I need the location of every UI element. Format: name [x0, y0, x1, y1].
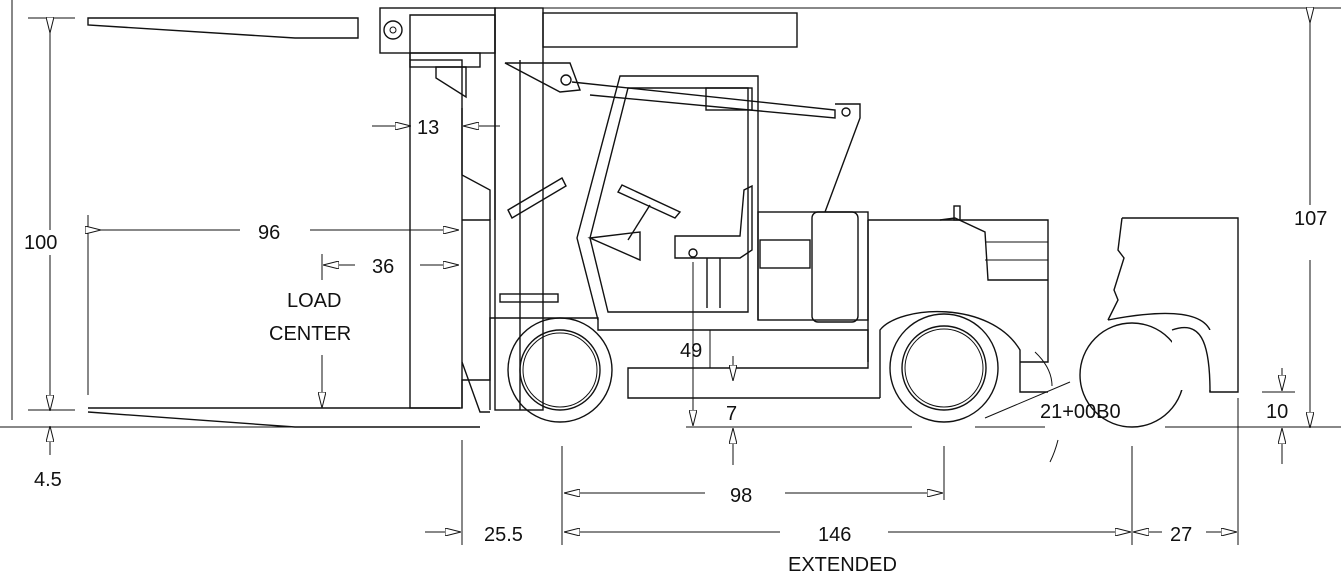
dim-107: 107 — [1294, 208, 1327, 230]
dim-49: 49 — [680, 340, 702, 362]
dim-4-5: 4.5 — [34, 469, 62, 491]
dim-10: 10 — [1266, 401, 1288, 423]
dimension-lines — [11, 0, 1341, 545]
dim-7: 7 — [726, 403, 737, 425]
load-center-label-line1: LOAD — [287, 290, 341, 312]
dim-100: 100 — [24, 232, 57, 254]
load-center-label-line2: CENTER — [269, 323, 351, 345]
dim-36: 36 — [372, 256, 394, 278]
dim-96: 96 — [258, 222, 280, 244]
dim-98: 98 — [730, 485, 752, 507]
dim-27: 27 — [1170, 524, 1192, 546]
dim-146: 146 — [818, 524, 851, 546]
forklift-outline — [0, 7, 1341, 463]
dim-25-5: 25.5 — [484, 524, 523, 546]
dim-departure-angle: 21+00B0 — [1040, 401, 1121, 423]
dim-13: 13 — [417, 117, 439, 139]
dimension-labels: 100 107 96 36 LOAD CENTER 13 49 7 4.5 98… — [24, 117, 1327, 576]
extended-label: EXTENDED — [788, 554, 897, 576]
